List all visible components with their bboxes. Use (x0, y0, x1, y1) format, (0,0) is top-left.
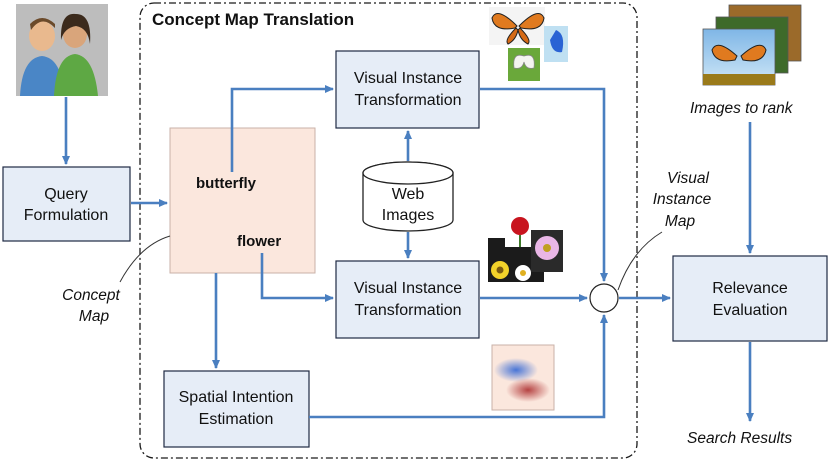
visual-instance-bottom-line1: Visual Instance (354, 280, 462, 297)
visual-instance-transformation-bottom-box (335, 260, 480, 339)
visual-instance-top-line2: Transformation (355, 92, 462, 109)
relevance-evaluation-line2: Evaluation (713, 302, 788, 319)
visual-instance-bottom-line2: Transformation (355, 302, 462, 319)
web-images-line2: Images (382, 207, 434, 224)
relevance-evaluation-box (672, 255, 828, 342)
spatial-heatmap-icon (491, 344, 555, 411)
concept-term-flower: flower (237, 233, 281, 250)
search-results-label: Search Results (687, 430, 792, 447)
image-stack-icon (702, 4, 802, 86)
visual-instance-transformation-top-box (335, 50, 480, 129)
query-formulation-label-line1: Query (44, 186, 88, 203)
combination-node (589, 283, 619, 313)
query-formulation-box (2, 166, 131, 242)
web-images-line1: Web (392, 186, 425, 203)
users-icon (16, 4, 108, 96)
spatial-intention-line2: Estimation (199, 411, 274, 428)
concept-map-translation-region (139, 2, 638, 459)
arrow-visual-top-to-combiner (480, 87, 608, 282)
spatial-intention-line1: Spatial Intention (179, 389, 294, 406)
visual-instance-map-label-line1: Visual (667, 170, 709, 187)
concept-map-block (169, 127, 316, 274)
flower-images-icon (488, 215, 563, 282)
arrow-butterfly-to-visual-top (230, 85, 334, 172)
region-title: Concept Map Translation (152, 10, 354, 29)
visual-instance-map-leader (617, 231, 663, 291)
spatial-intention-estimation-box (163, 370, 310, 448)
images-to-rank-label: Images to rank (690, 100, 794, 117)
relevance-evaluation-line1: Relevance (712, 280, 788, 297)
visual-instance-map-label-line2: Instance (653, 191, 712, 208)
web-images-database (362, 161, 454, 232)
arrow-spatial-to-combiner (309, 314, 608, 419)
concept-map-label-line2: Map (79, 308, 110, 325)
concept-term-butterfly: butterfly (196, 175, 257, 192)
visual-instance-top-line1: Visual Instance (354, 70, 462, 87)
arrow-flower-to-visual-bottom (260, 253, 334, 302)
visual-instance-map-label-line3: Map (665, 213, 696, 230)
butterfly-images-icon (489, 7, 568, 81)
concept-map-label-line1: Concept (62, 287, 120, 304)
query-formulation-label-line2: Formulation (24, 207, 108, 224)
concept-map-leader (119, 235, 171, 283)
